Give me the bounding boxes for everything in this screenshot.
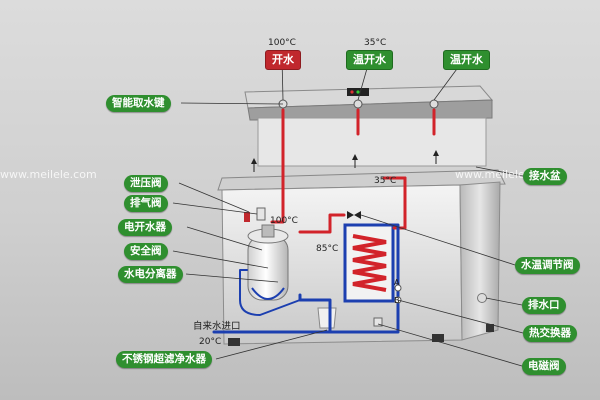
drip-tray bbox=[217, 150, 506, 191]
temp-mixed: 35°C bbox=[374, 176, 397, 186]
point-a: A bbox=[394, 278, 400, 287]
leader-lines bbox=[172, 57, 524, 367]
label-drain: 排水口 bbox=[522, 297, 566, 314]
label-electric-boiler: 电开水器 bbox=[118, 219, 172, 236]
tap-warm2-label: 温开水 bbox=[443, 50, 490, 70]
label-temp-control-valve: 水温调节阀 bbox=[515, 257, 580, 274]
label-water-electric-separator: 水电分离器 bbox=[118, 266, 183, 283]
label-filter: 不锈钢超滤净水器 bbox=[116, 351, 212, 368]
point-b: B bbox=[394, 296, 400, 305]
back-panel bbox=[257, 117, 487, 167]
temp-boiler-top: 100°C bbox=[270, 216, 298, 226]
pipes bbox=[212, 108, 436, 334]
label-exhaust-valve: 排气阀 bbox=[124, 195, 168, 212]
watermark-left: www.meilele.com bbox=[0, 168, 97, 181]
tap-boiling-label: 开水 bbox=[265, 50, 301, 70]
label-drip-tray: 接水盆 bbox=[523, 168, 567, 185]
label-smart-tap-key: 智能取水键 bbox=[106, 95, 171, 112]
inlet-label: 自来水进口 bbox=[193, 321, 241, 332]
label-heat-exchanger: 热交换器 bbox=[523, 325, 577, 342]
temp-inlet: 20°C bbox=[199, 337, 222, 347]
label-safety-valve: 安全阀 bbox=[124, 243, 168, 260]
temp-boiler-side: 85°C bbox=[316, 244, 339, 254]
boiler-tank bbox=[247, 224, 289, 301]
heat-exchanger bbox=[343, 223, 395, 303]
top-hood bbox=[244, 85, 494, 121]
label-pressure-relief-valve: 泄压阀 bbox=[124, 175, 168, 192]
label-solenoid-valve: 电磁阀 bbox=[522, 358, 566, 375]
tap-warm1-temp: 35°C bbox=[364, 38, 387, 48]
tap-boiling-temp: 100°C bbox=[268, 38, 296, 48]
cabinet bbox=[221, 181, 501, 346]
filter-unit bbox=[317, 307, 337, 329]
tap-warm1-label: 温开水 bbox=[346, 50, 393, 70]
